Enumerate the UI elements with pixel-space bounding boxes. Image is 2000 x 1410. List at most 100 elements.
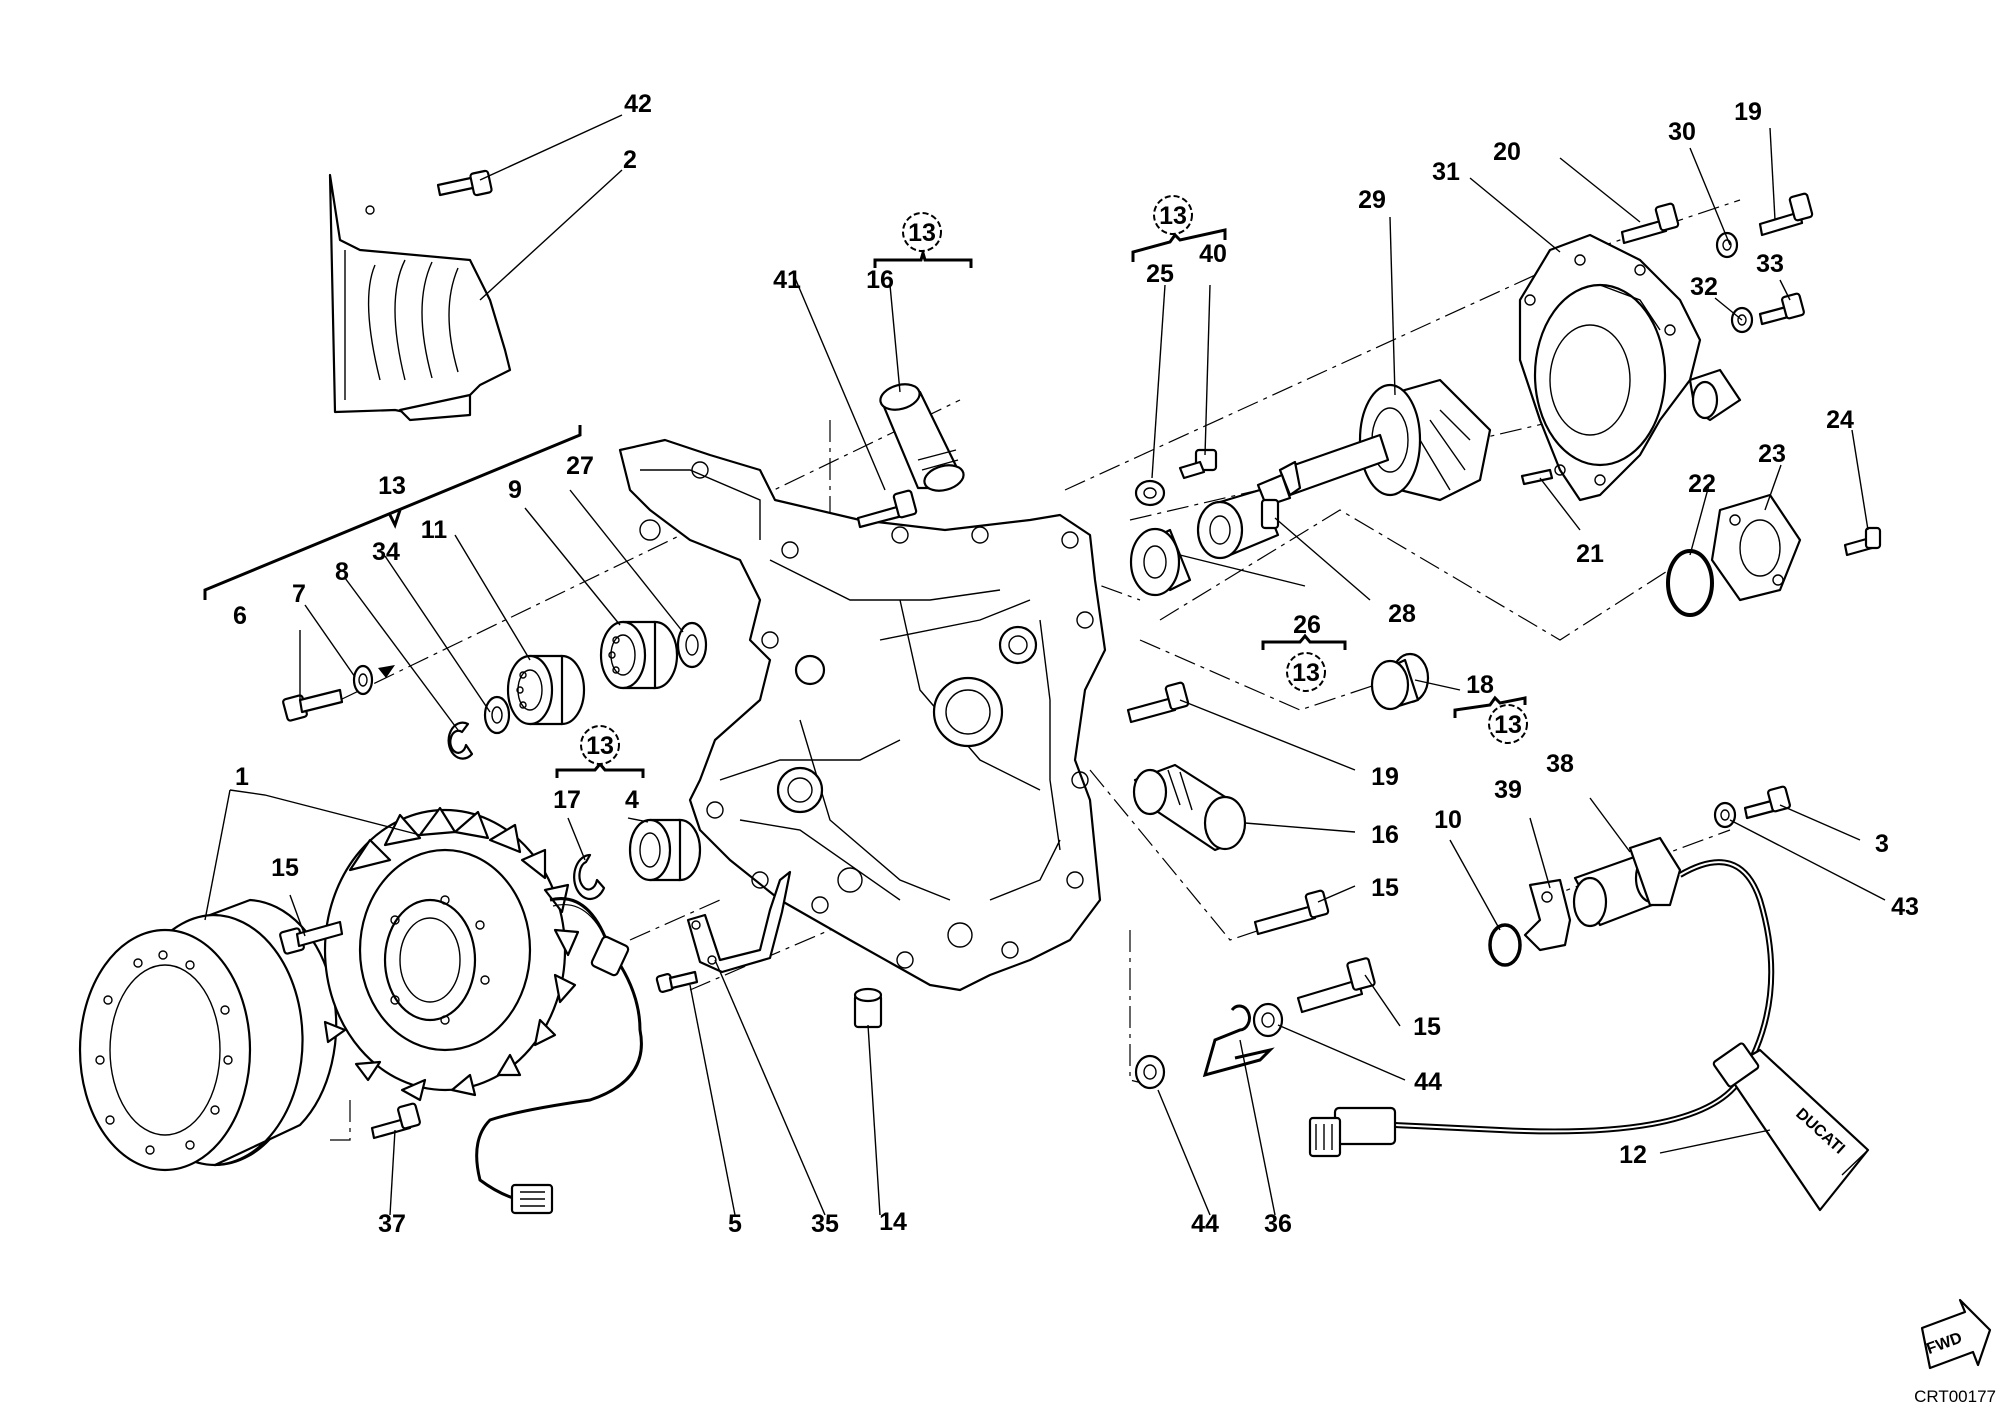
arrow-marker (378, 665, 395, 678)
kit-ref-text: 13 (1159, 202, 1187, 230)
bearing-part (506, 654, 586, 726)
part-label: 35 (811, 1210, 839, 1238)
part-label: 44 (1414, 1068, 1442, 1096)
part-label: 34 (372, 538, 400, 566)
seal-part (1196, 488, 1280, 560)
bolt-part (1758, 192, 1814, 237)
seal-ring-part (1129, 527, 1192, 597)
kit-ref-text: 13 (586, 732, 614, 760)
o-ring-part (1666, 549, 1714, 617)
part-label: 29 (1358, 186, 1386, 214)
part-label: 39 (1494, 776, 1522, 804)
bolt-part (370, 1102, 421, 1140)
part-label: 44 (1191, 1210, 1219, 1238)
part-label: 5 (728, 1210, 742, 1238)
kit-ref-circle: 13 (1488, 704, 1528, 744)
kit-ref-circle: 13 (902, 212, 942, 252)
kit-ref-circle: 13 (580, 725, 620, 765)
part-label: 33 (1756, 250, 1784, 278)
part-label: 6 (233, 602, 247, 630)
part-label: 8 (335, 558, 349, 586)
kit-ref-text: 13 (1292, 659, 1320, 687)
chain-cover-part (328, 173, 512, 422)
part-label: 9 (508, 476, 522, 504)
washer-part (1134, 479, 1166, 507)
part-label: 2 (623, 146, 637, 174)
part-label: 19 (1371, 763, 1399, 791)
washer-part (1252, 1002, 1284, 1038)
filler-tube-part (1132, 763, 1247, 852)
screw-part (655, 970, 699, 993)
bearing-part (628, 818, 702, 882)
part-label: 21 (1576, 540, 1604, 568)
sensor-bracket-part (1523, 878, 1572, 952)
part-label: 16 (866, 266, 894, 294)
drawing-code: CRT00177 (1914, 1387, 1996, 1406)
bearing-part (599, 620, 679, 690)
part-label: 36 (1264, 1210, 1292, 1238)
pump-cover-part (1518, 233, 1742, 502)
part-label: 27 (566, 452, 594, 480)
sealant-tube-part: DUCATI (1712, 1042, 1870, 1212)
bolt-part (1126, 681, 1190, 724)
part-label: 23 (1758, 440, 1786, 468)
sensor-part (1572, 836, 1682, 928)
part-label: 20 (1493, 138, 1521, 166)
part-label: 16 (1371, 821, 1399, 849)
part-label: 3 (1875, 830, 1889, 858)
washer-part (1715, 231, 1739, 259)
stator-part (323, 806, 580, 1102)
part-label: 15 (1371, 874, 1399, 902)
part-label: 4 (625, 786, 639, 814)
impeller-shaft-part (1256, 378, 1492, 508)
part-label: 15 (271, 854, 299, 882)
bolt-part (856, 489, 918, 529)
bracket-part (686, 870, 792, 974)
generator-rotor-part (78, 898, 338, 1172)
kit-reference-markers: 13 13 13 13 13 (580, 195, 1528, 765)
sensor-cable-part (1308, 859, 1775, 1158)
bolt-part (1620, 202, 1680, 245)
leader-lines (204, 114, 1886, 1216)
part-label: 43 (1891, 893, 1919, 921)
kit-ref-circle: 13 (1286, 652, 1326, 692)
part-label: 7 (292, 580, 306, 608)
part-label: 13 (378, 472, 406, 500)
part-label: 19 (1734, 98, 1762, 126)
bolt-part (1296, 957, 1376, 1014)
part-label: 26 (1293, 611, 1321, 639)
part-label: 31 (1432, 158, 1460, 186)
washer-part (483, 695, 511, 735)
washer-part (676, 621, 708, 669)
part-label: 40 (1199, 240, 1227, 268)
kit-ref-text: 13 (1494, 711, 1522, 739)
part-label: 25 (1146, 260, 1174, 288)
bolt-part (1758, 292, 1805, 326)
dowel-part (853, 987, 883, 1029)
forward-direction-arrow: FWD (1920, 1298, 1992, 1370)
part-label: 30 (1668, 118, 1696, 146)
filler-tube-part (879, 383, 965, 492)
pin-part (1520, 468, 1554, 486)
part-label: 11 (421, 516, 448, 544)
part-label: 10 (1434, 806, 1462, 834)
screw-part (1843, 526, 1882, 557)
part-label: 28 (1388, 600, 1416, 628)
washer-part (1713, 801, 1737, 829)
spring-clip-part (1202, 1004, 1275, 1078)
part-labels: 42 2 4 1 16 25 40 29 31 20 30 19 32 33 24… (233, 90, 1919, 1238)
bolt-part (1743, 785, 1791, 820)
part-label: 18 (1466, 671, 1494, 699)
part-label: 1 (235, 763, 249, 791)
cap-part (1370, 652, 1430, 711)
part-label: 14 (879, 1208, 907, 1236)
bolt-part (436, 169, 493, 197)
part-label: 38 (1546, 750, 1574, 778)
stator-wire-part (475, 897, 643, 1215)
part-label: 42 (624, 90, 652, 118)
kit-ref-circle: 13 (1153, 195, 1193, 235)
part-label: 32 (1690, 273, 1718, 301)
part-label: 24 (1826, 406, 1854, 434)
flange-part (1710, 493, 1802, 602)
